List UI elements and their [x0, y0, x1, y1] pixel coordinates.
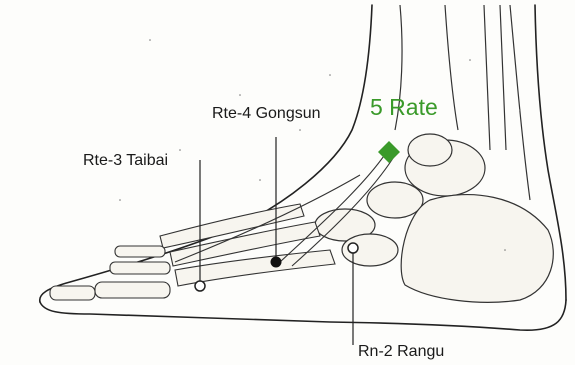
rangu-label: Rn-2 Rangu: [358, 343, 444, 361]
taibai-point-marker: [195, 281, 205, 291]
navicular-bone: [367, 182, 423, 218]
rangu-point-marker: [348, 243, 358, 253]
toe-phalanx-1a: [95, 282, 170, 298]
rate-label: 5 Rate: [370, 94, 438, 121]
toe-phalanx-3a: [115, 246, 165, 257]
gongsun-label: Rte-4 Gongsun: [212, 105, 321, 123]
achilles-tendon: [510, 5, 530, 200]
calcaneus-bone: [401, 195, 553, 303]
skin-outline-sole: [40, 300, 566, 330]
taibai-label: Rte-3 Taibai: [83, 152, 168, 170]
gongsun-point-marker: [271, 257, 282, 268]
medial-malleolus: [408, 134, 452, 166]
toe-phalanx-2a: [110, 262, 170, 274]
fibula-bone: [484, 5, 506, 150]
toe-phalanx-1b: [50, 286, 95, 300]
